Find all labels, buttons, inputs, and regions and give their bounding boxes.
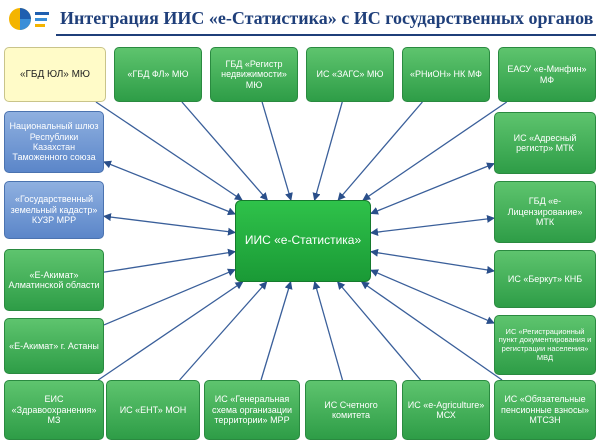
- node-e-akimat-astana: «Е-Акимат» г. Астаны: [4, 318, 104, 374]
- arrow-genshema-territorii: [260, 281, 293, 381]
- arrow-is-ent-mon: [179, 281, 268, 381]
- node-e-akimat-almaty: «Е-Акимат» Алматинской области: [4, 249, 104, 311]
- arrow-zemelnyi-kadastr: [103, 213, 236, 236]
- center-hub-e-statistika: ИИС «е-Статистика»: [235, 200, 371, 282]
- node-is-ent-mon: ИС «ЕНТ» МОН: [106, 380, 200, 440]
- node-gbd-ul-myu: «ГБД ЮЛ» МЮ: [4, 47, 106, 102]
- arrow-is-berkut-knb: [370, 248, 495, 274]
- node-shluz-tamozhennyi-soyuz: Национальный шлюз Республики Казахстан Т…: [4, 111, 104, 173]
- arrow-gbd-registr-nedvizhimosti: [261, 101, 293, 201]
- arrow-shluz-tamozhennyi-soyuz: [103, 160, 236, 216]
- arrow-is-schetnogo-komiteta: [312, 281, 344, 381]
- arrow-easu-e-minfin: [362, 101, 508, 201]
- node-registracionnyi-punkt-mvd: ИС «Регистрационный пункт документирован…: [494, 315, 596, 375]
- arrow-gbd-ul-myu: [95, 101, 243, 201]
- node-is-obyazatelnye-vznosy: ИС «Обязательные пенсионные взносы» МТСЗ…: [494, 380, 596, 440]
- node-rnion-nk-mf: «РНиОН» НК МФ: [402, 47, 490, 102]
- node-gbd-registr-nedvizhimosti: ГБД «Регистр недвижимости» МЮ: [210, 47, 298, 102]
- node-gbd-fl-myu: «ГБД ФЛ» МЮ: [114, 47, 202, 102]
- page-title: Интеграция ИИС «е-Статистика» с ИС госуд…: [60, 8, 594, 28]
- node-genshema-territorii: ИС «Генеральная схема организации террит…: [204, 380, 300, 440]
- arrow-eis-zdravoohranenie: [97, 281, 244, 381]
- title-divider: [56, 34, 596, 36]
- arrow-registracionnyi-punkt-mvd: [370, 269, 495, 324]
- node-eis-zdravoohranenie: ЕИС «Здравоохранения» МЗ: [4, 380, 104, 440]
- arrow-gbd-fl-myu: [181, 101, 268, 201]
- node-zemelnyi-kadastr: «Государственный земельный кадастр» КУЗР…: [4, 181, 104, 239]
- arrow-is-zags-myu: [312, 101, 343, 201]
- arrow-is-e-agriculture: [337, 281, 422, 381]
- arrow-gbd-e-licenzirovanie: [370, 214, 495, 236]
- node-easu-e-minfin: ЕАСУ «е-Минфин» МФ: [498, 47, 596, 102]
- header: Интеграция ИИС «е-Статистика» с ИС госуд…: [0, 0, 600, 40]
- arrow-e-akimat-astana: [103, 268, 236, 326]
- node-is-zags-myu: ИС «ЗАГС» МЮ: [306, 47, 394, 102]
- node-is-schetnogo-komiteta: ИС Счетного комитета: [305, 380, 397, 440]
- node-is-adresnyi-registr: ИС «Адресный регистр» МТК: [494, 112, 596, 174]
- node-is-e-agriculture: ИС «е-Agriculture» МСХ: [402, 380, 490, 440]
- arrow-e-akimat-almaty: [103, 248, 236, 273]
- node-gbd-e-licenzirovanie: ГБД «е-Лицензирование» МТК: [494, 181, 596, 243]
- node-is-berkut-knb: ИС «Беркут» КНБ: [494, 250, 596, 308]
- arrow-is-adresnyi-registr: [370, 162, 495, 215]
- arrow-rnion-nk-mf: [337, 101, 423, 201]
- logo-icon: [9, 8, 49, 30]
